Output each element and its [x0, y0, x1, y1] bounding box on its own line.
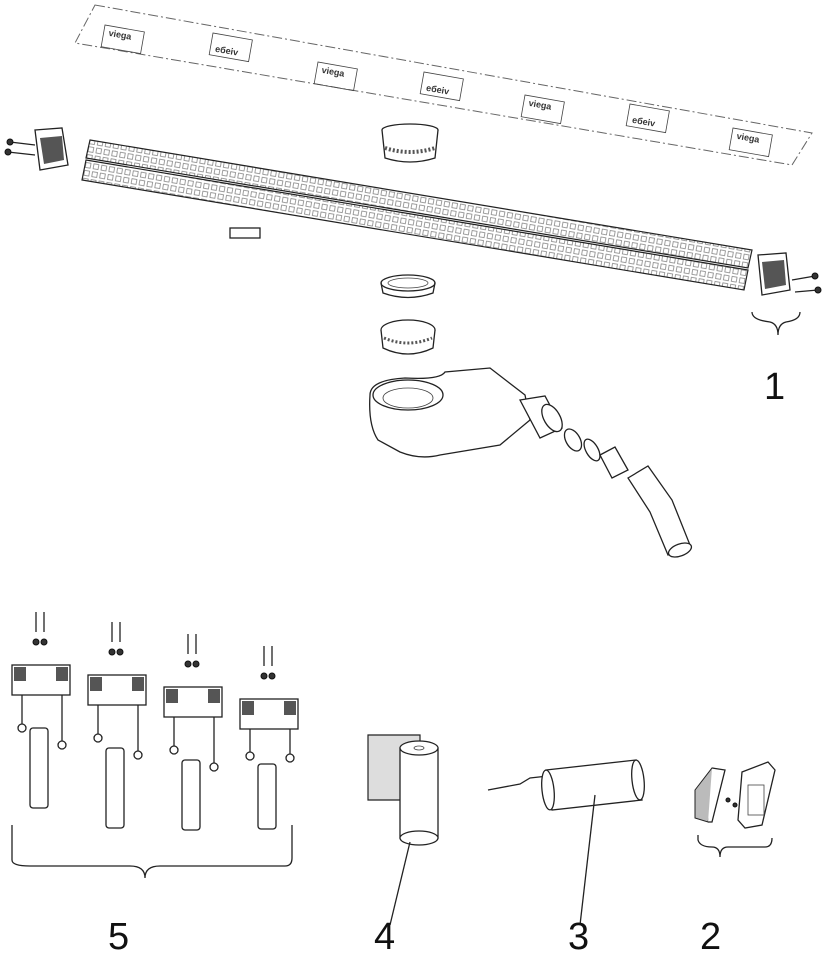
shower-channel	[81, 139, 753, 291]
callout-1: 1	[764, 366, 786, 408]
drain-cap	[380, 319, 436, 355]
svg-text:eбeiv: eбeiv	[214, 44, 238, 58]
svg-text:viega: viega	[736, 131, 761, 145]
protective-tape: viega eбeiv viega eбeiv viega eбeiv vieg…	[74, 4, 813, 166]
sealant-cartridge	[487, 759, 645, 926]
callout-5: 5	[108, 916, 130, 958]
mounting-feet-set	[11, 612, 299, 879]
svg-text:viega: viega	[321, 65, 346, 79]
sealing-tape-roll	[367, 734, 439, 926]
tape-logos: viega eбeiv viega eбeiv viega eбeiv vieg…	[100, 24, 773, 158]
svg-text:eбeiv: eбeiv	[425, 83, 449, 97]
callout-2: 2	[700, 916, 722, 958]
callout-bracket-2	[697, 835, 773, 858]
callout-3: 3	[568, 916, 590, 958]
mounting-foot	[11, 612, 71, 809]
svg-text:eбeiv: eбeiv	[631, 115, 655, 129]
odour-trap-insert	[381, 123, 439, 163]
end-cap-left	[4, 127, 69, 171]
callout-4: 4	[374, 916, 396, 958]
drain-body	[369, 367, 563, 458]
pipe-connection	[563, 428, 693, 558]
svg-text:viega: viega	[108, 28, 133, 42]
sound-insulation-pads	[694, 761, 776, 858]
callout-bracket-5	[11, 825, 293, 879]
seal-ring	[380, 274, 436, 299]
callout-bracket-1	[751, 311, 801, 336]
svg-text:viega: viega	[528, 98, 553, 112]
end-cap-right	[757, 252, 822, 296]
